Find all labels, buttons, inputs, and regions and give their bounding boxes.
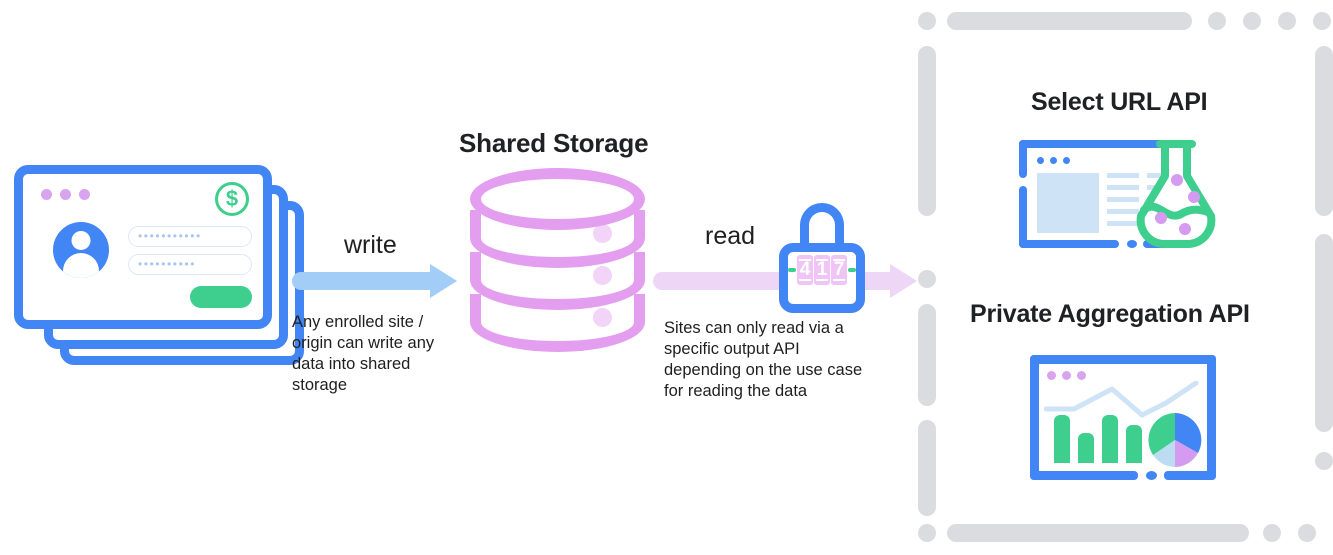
titlebar-dot-icon xyxy=(60,189,71,200)
flask-bubble xyxy=(1188,191,1200,203)
select-url-api-title: Select URL API xyxy=(1031,88,1208,116)
read-arrow-label: read xyxy=(705,222,756,250)
write-arrow-shaft xyxy=(292,272,438,290)
read-arrow-head xyxy=(890,264,917,298)
avatar xyxy=(53,222,109,278)
titlebar-dot-icon xyxy=(79,189,90,200)
browser-window-with-charts-icon xyxy=(1030,355,1216,480)
write-arrow-label: write xyxy=(344,231,397,259)
titlebar-dot-icon xyxy=(1037,157,1044,164)
shared-storage-title: Shared Storage xyxy=(459,128,649,158)
flask-bubble xyxy=(1179,223,1191,235)
combination-lock-icon: 4 1 7 xyxy=(779,203,865,313)
lock-dials: 4 1 7 xyxy=(779,255,865,285)
border-dot xyxy=(1208,12,1226,30)
bar xyxy=(1054,415,1070,463)
write-arrow-head xyxy=(430,264,457,298)
read-description: Sites can only read via a specific outpu… xyxy=(664,319,863,400)
flask-bubble xyxy=(1155,212,1167,224)
private-aggregation-api-title: Private Aggregation API xyxy=(970,300,1250,328)
lock-dial-3: 7 xyxy=(831,255,847,285)
border-dot xyxy=(1278,12,1296,30)
flask-bubble xyxy=(1171,174,1183,186)
border-dash xyxy=(918,420,936,516)
titlebar-dot-icon xyxy=(1062,371,1071,380)
cylinder-top xyxy=(470,168,645,230)
titlebar-dot-icon xyxy=(1050,157,1057,164)
login-card-front: $ ••••••••••• •••••••••• xyxy=(14,165,272,329)
border-dash xyxy=(1315,234,1333,432)
write-description: Any enrolled site / origin can write any… xyxy=(292,313,435,394)
border-dash xyxy=(947,524,1249,542)
border-dot xyxy=(918,270,936,288)
dial-dash-left xyxy=(788,268,796,272)
border-dash xyxy=(1315,46,1333,216)
bar xyxy=(1126,425,1142,463)
database-cylinder-icon xyxy=(470,168,645,353)
border-dash xyxy=(947,12,1192,30)
titlebar-dot-icon xyxy=(41,189,52,200)
browser-window-with-flask-icon xyxy=(1019,140,1225,250)
border-dot xyxy=(918,12,936,30)
pie-chart xyxy=(1148,413,1202,467)
line-chart xyxy=(1044,381,1199,418)
titlebar-dot-icon xyxy=(1077,371,1086,380)
border-dot xyxy=(918,524,936,542)
bar xyxy=(1102,415,1118,463)
border-dot xyxy=(1298,524,1316,542)
submit-button[interactable] xyxy=(190,286,252,308)
username-field[interactable]: ••••••••••• xyxy=(128,226,252,247)
dial-dash-right xyxy=(848,268,856,272)
border-dot xyxy=(1315,452,1333,470)
titlebar-dot-icon xyxy=(1063,157,1070,164)
titlebar-dot-icon xyxy=(1047,371,1056,380)
dollar-badge-icon: $ xyxy=(215,182,249,216)
flask-icon xyxy=(1127,138,1225,250)
border-dot xyxy=(1243,12,1261,30)
lock-dial-2: 1 xyxy=(814,255,830,285)
lock-dial-1: 4 xyxy=(797,255,813,285)
content-thumbnail xyxy=(1037,173,1099,233)
border-dot xyxy=(1263,524,1281,542)
chart-window xyxy=(1030,355,1216,480)
bar xyxy=(1078,433,1094,463)
password-field[interactable]: •••••••••• xyxy=(128,254,252,275)
stacked-login-windows-icon: $ ••••••••••• •••••••••• xyxy=(14,165,304,365)
border-dash xyxy=(918,304,936,406)
border-dot xyxy=(1313,12,1331,30)
output-apis-panel xyxy=(918,12,1333,542)
border-dash xyxy=(918,46,936,216)
